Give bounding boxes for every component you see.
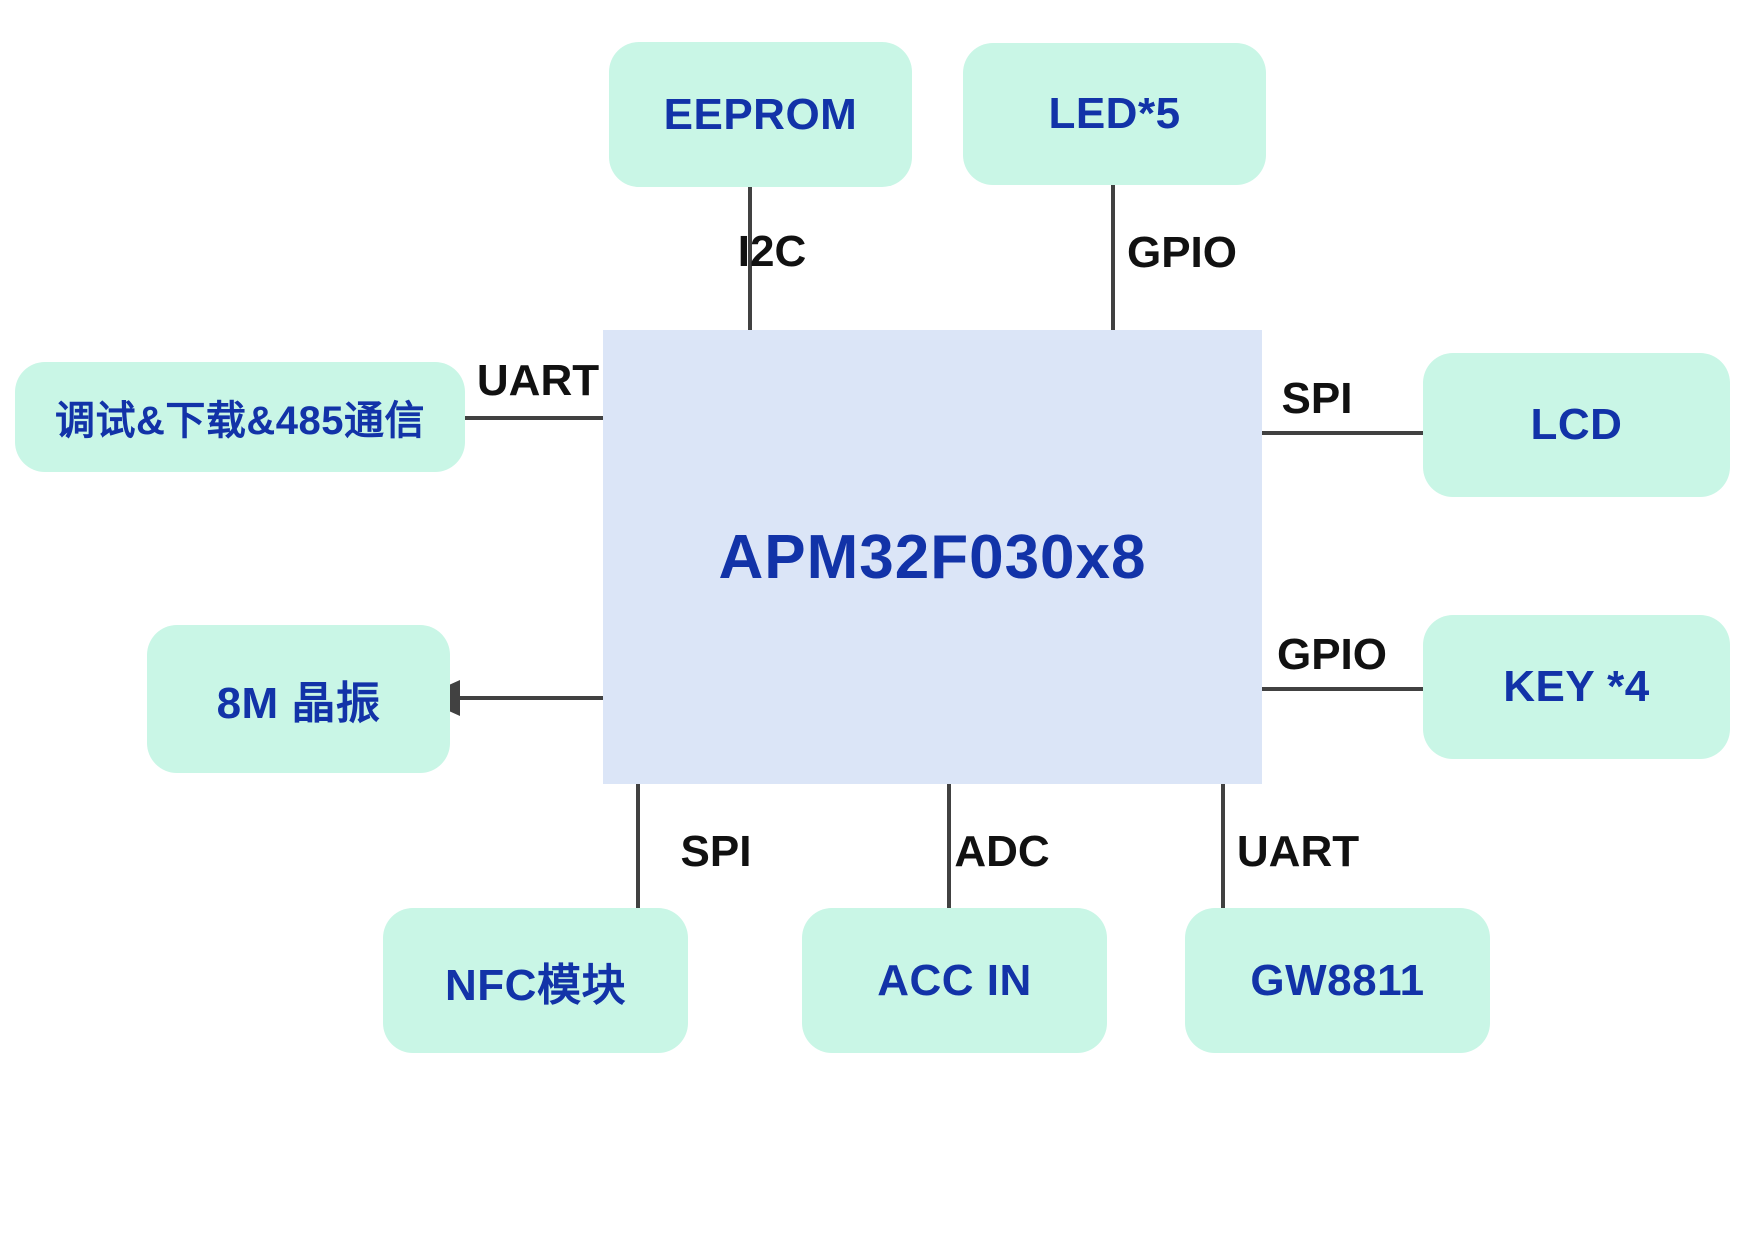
mcu-block: APM32F030x8 <box>603 330 1262 784</box>
bus-label-i2c: I2C <box>737 227 807 276</box>
node-debug-label: 调试&下载&485通信 <box>54 399 425 443</box>
node-led-label: LED*5 <box>1048 89 1181 138</box>
bus-label-uart-left: UART <box>476 356 600 405</box>
bus-label-spi-bottom: SPI <box>680 827 752 876</box>
node-nfc-label: NFC模块 <box>445 960 626 1010</box>
node-lcd: LCD <box>1423 353 1730 497</box>
node-acc-label: ACC IN <box>877 955 1032 1005</box>
node-nfc-module: NFC模块 <box>383 908 688 1053</box>
bus-label-uart-bottom: UART <box>1236 827 1360 876</box>
mcu-label: APM32F030x8 <box>718 522 1147 592</box>
node-debug-download-485: 调试&下载&485通信 <box>15 362 465 472</box>
node-gw8811: GW8811 <box>1185 908 1490 1053</box>
node-eeprom-label: EEPROM <box>663 89 858 139</box>
node-lcd-label: LCD <box>1530 400 1623 449</box>
node-acc-in: ACC IN <box>802 908 1107 1053</box>
bus-label-gpio-top: GPIO <box>1126 228 1238 277</box>
node-key-label: KEY *4 <box>1503 662 1650 711</box>
bus-label-adc: ADC <box>954 827 1050 876</box>
node-8m-oscillator: 8M 晶振 <box>147 625 450 773</box>
bus-label-gpio-right: GPIO <box>1276 630 1388 679</box>
bus-label-spi-right: SPI <box>1281 374 1353 423</box>
node-oscillator-label: 8M 晶振 <box>216 679 381 728</box>
node-eeprom: EEPROM <box>609 42 912 187</box>
node-key: KEY *4 <box>1423 615 1730 759</box>
node-gw8811-label: GW8811 <box>1250 955 1425 1005</box>
node-led: LED*5 <box>963 43 1266 185</box>
